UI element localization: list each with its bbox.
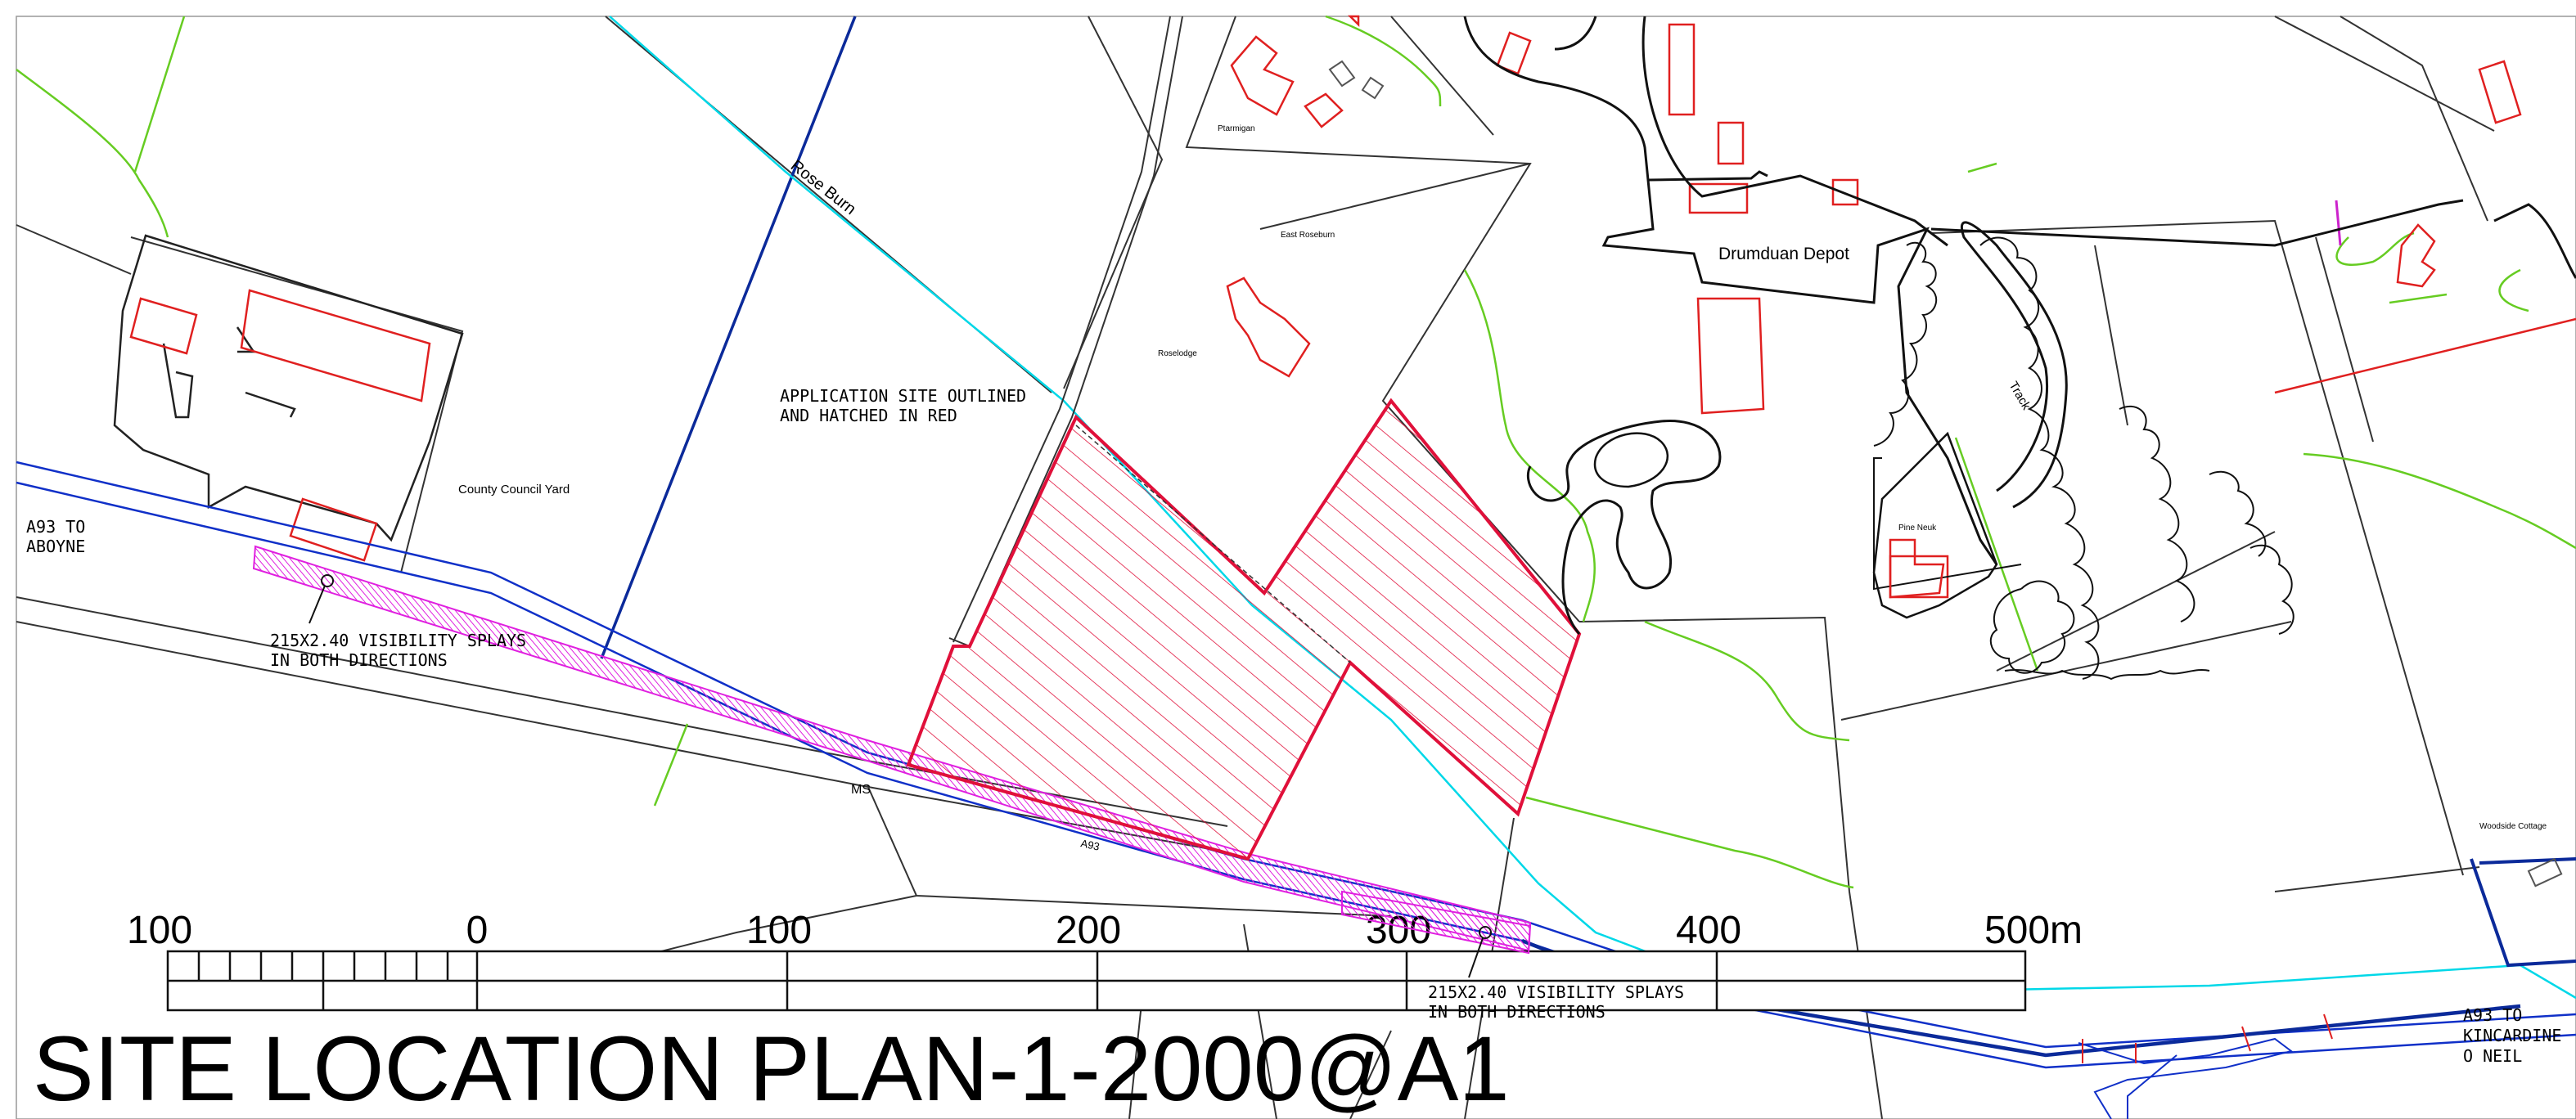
magenta-mark (2335, 200, 2342, 246)
outbuildings (1328, 60, 2563, 888)
estate-drive (1526, 419, 1722, 635)
road-label-right: A93 TO KINCARDINE O NEIL (2463, 1005, 2561, 1066)
road-right-line1: A93 TO (2463, 1005, 2522, 1025)
splay-marker-left (321, 574, 334, 587)
rose-burn (609, 16, 2576, 1000)
splay-leader-right (1468, 937, 1484, 978)
pine-neuk-house (1889, 538, 1945, 599)
label-track: Track (2006, 380, 2033, 413)
map-frame (16, 16, 2576, 1119)
pine-neuk (1872, 431, 1998, 619)
visibility-note-left-line2: IN BOTH DIRECTIONS (270, 650, 448, 670)
label-east-roseburn: East Roseburn (1281, 231, 1335, 240)
application-note-line2: AND HATCHED IN RED (780, 406, 957, 425)
tree-clumps (1873, 236, 2295, 681)
road-left-line1: A93 TO (26, 517, 85, 537)
scale-label-100-left: 100 (127, 909, 192, 952)
label-ms: MS (851, 783, 871, 797)
site-internal-line (1075, 425, 1351, 663)
estate-pond (1593, 432, 1669, 488)
scale-label-100: 100 (746, 909, 812, 952)
scale-label-0: 0 (466, 909, 489, 952)
yard-buildings (129, 289, 431, 562)
hedgerows (16, 15, 2576, 889)
splay-leader-left (308, 585, 326, 624)
plan-title: SITE LOCATION PLAN-1-2000@A1 (33, 1018, 1510, 1119)
application-site (906, 398, 1582, 861)
label-woodside: Woodside Cottage (2479, 822, 2547, 831)
scale-label-500m: 500m (1984, 909, 2083, 952)
scale-label-400: 400 (1676, 909, 1741, 952)
survey-line (600, 16, 857, 659)
depot-roads (1463, 16, 2576, 565)
road-right-line2: KINCARDINE (2463, 1026, 2561, 1045)
label-pine-neuk: Pine Neuk (1898, 524, 1937, 533)
road-left-line2: ABOYNE (26, 537, 85, 556)
scale-label-200: 200 (1056, 909, 1121, 952)
label-ptarmigan: Ptarmigan (1218, 124, 1255, 133)
road-right-line3: O NEIL (2463, 1046, 2522, 1066)
label-depot: Drumduan Depot (1718, 245, 1849, 263)
visibility-note-left-line1: 215X2.40 VISIBILITY SPLAYS (270, 631, 526, 650)
visibility-note-right: 215X2.40 VISIBILITY SPLAYS IN BOTH DIREC… (1341, 890, 1684, 1022)
label-roselodge: Roselodge (1158, 349, 1197, 358)
road-red-marks (2082, 1013, 2333, 1063)
application-note: APPLICATION SITE OUTLINED AND HATCHED IN… (780, 386, 1026, 425)
label-burn: Rose Burn (787, 157, 859, 219)
splay-marker-right (1479, 926, 1492, 939)
road-label-left: A93 TO ABOYNE (26, 517, 85, 556)
scale-bar: 100 0 100 200 300 400 500m (127, 909, 2083, 1012)
label-a93: A93 (1079, 837, 1101, 852)
visibility-note-right-line2: IN BOTH DIRECTIONS (1428, 1002, 1605, 1022)
visibility-note-left: 215X2.40 VISIBILITY SPLAYS IN BOTH DIREC… (270, 574, 526, 670)
application-note-line1: APPLICATION SITE OUTLINED (780, 386, 1026, 406)
east-red-boundary (2274, 317, 2576, 394)
label-county-yard: County Council Yard (458, 483, 570, 497)
visibility-note-right-line1: 215X2.40 VISIBILITY SPLAYS (1428, 982, 1684, 1002)
northern-buildings (1226, 15, 2522, 599)
